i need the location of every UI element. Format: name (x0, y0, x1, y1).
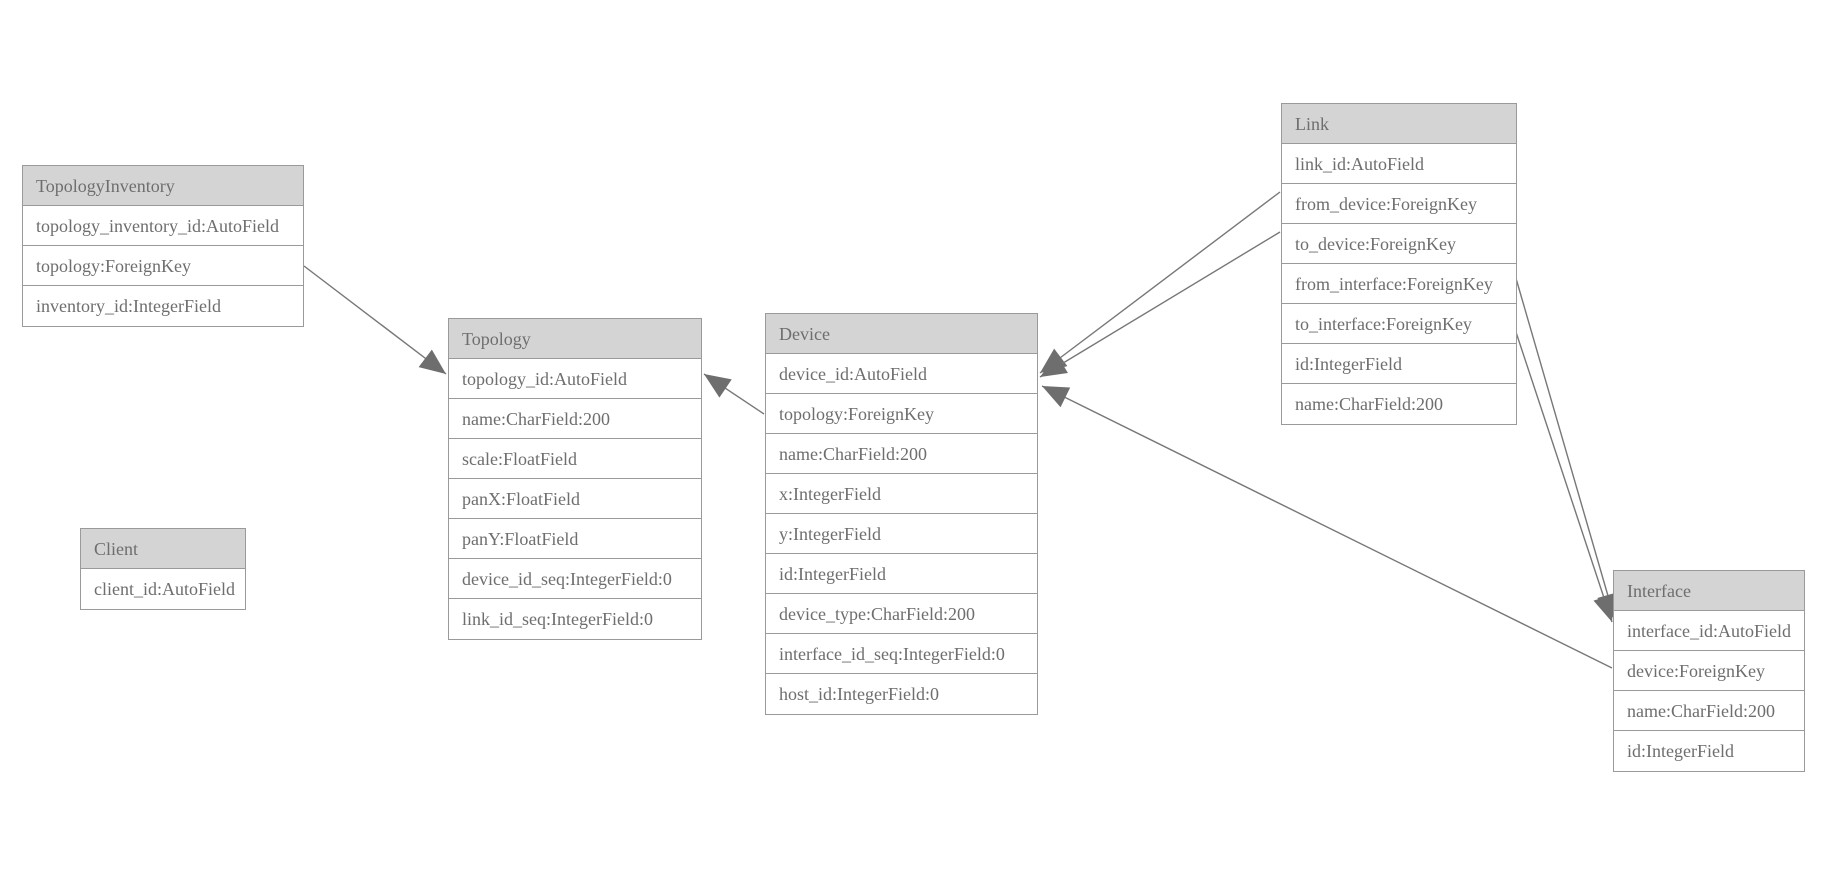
field-row[interactable]: from_interface:ForeignKey (1282, 264, 1516, 304)
entity-title-interface: Interface (1614, 571, 1804, 611)
relation-topologyinventory-topology (303, 265, 447, 375)
field-row[interactable]: topology_inventory_id:AutoField (23, 206, 303, 246)
field-row[interactable]: client_id:AutoField (94, 579, 235, 599)
field-row[interactable]: topology:ForeignKey (766, 394, 1037, 434)
entity-title-topology_inventory: TopologyInventory (23, 166, 303, 206)
field-row[interactable]: to_interface:ForeignKey (1282, 304, 1516, 344)
relation-arrowhead (1040, 348, 1068, 373)
field-row[interactable]: host_id:IntegerField:0 (779, 684, 939, 704)
field-row[interactable]: interface_id_seq:IntegerField:0 (766, 634, 1037, 674)
field-row[interactable]: y:IntegerField (766, 514, 1037, 554)
relation-device-topology (703, 373, 765, 415)
field-row[interactable]: to_device:ForeignKey (1282, 224, 1516, 264)
entity-title-device: Device (766, 314, 1037, 354)
relation-line (703, 373, 765, 415)
relation-arrowhead (1040, 354, 1068, 377)
field-row[interactable]: device_id:AutoField (766, 354, 1037, 394)
relation-line (1041, 385, 1613, 669)
relation-line (1507, 307, 1613, 623)
field-row[interactable]: interface_id:AutoField (1614, 611, 1804, 651)
relation-line (1039, 191, 1281, 374)
field-row[interactable]: name:CharField:200 (1614, 691, 1804, 731)
field-row[interactable]: id:IntegerField (766, 554, 1037, 594)
field-row[interactable]: link_id_seq:IntegerField:0 (462, 609, 653, 629)
field-row[interactable]: inventory_id:IntegerField (36, 296, 221, 316)
field-row[interactable]: name:CharField:200 (766, 434, 1037, 474)
field-row[interactable]: topology_id:AutoField (449, 359, 701, 399)
field-row[interactable]: panY:FloatField (449, 519, 701, 559)
relation-line (1039, 231, 1281, 378)
relation-arrowhead (704, 374, 732, 398)
relation-line (303, 265, 447, 375)
relation-line (1512, 267, 1616, 621)
field-row[interactable]: name:CharField:200 (449, 399, 701, 439)
field-row[interactable]: topology:ForeignKey (23, 246, 303, 286)
field-row[interactable]: link_id:AutoField (1282, 144, 1516, 184)
entity-title-topology: Topology (449, 319, 701, 359)
field-row[interactable]: id:IntegerField (1282, 344, 1516, 384)
entity-title-link: Link (1282, 104, 1516, 144)
relation-arrowhead (1042, 386, 1071, 408)
entity-client[interactable]: Client client_id:AutoField (80, 528, 246, 610)
relation-link-to_interface (1507, 307, 1615, 623)
field-row[interactable]: id:IntegerField (1627, 741, 1734, 761)
field-row[interactable]: panX:FloatField (449, 479, 701, 519)
field-row[interactable]: device_id_seq:IntegerField:0 (449, 559, 701, 599)
entity-title-client: Client (81, 529, 245, 569)
entity-fields-client: client_id:AutoField (81, 569, 245, 609)
relation-link-from_interface (1512, 267, 1619, 621)
field-row[interactable]: device:ForeignKey (1614, 651, 1804, 691)
field-row[interactable]: device_type:CharField:200 (766, 594, 1037, 634)
field-row[interactable]: x:IntegerField (766, 474, 1037, 514)
field-row[interactable]: scale:FloatField (449, 439, 701, 479)
field-row[interactable]: from_device:ForeignKey (1282, 184, 1516, 224)
field-row[interactable]: name:CharField:200 (1295, 394, 1443, 414)
relation-link-to_device (1039, 231, 1281, 378)
relation-link-from_device (1039, 191, 1281, 374)
